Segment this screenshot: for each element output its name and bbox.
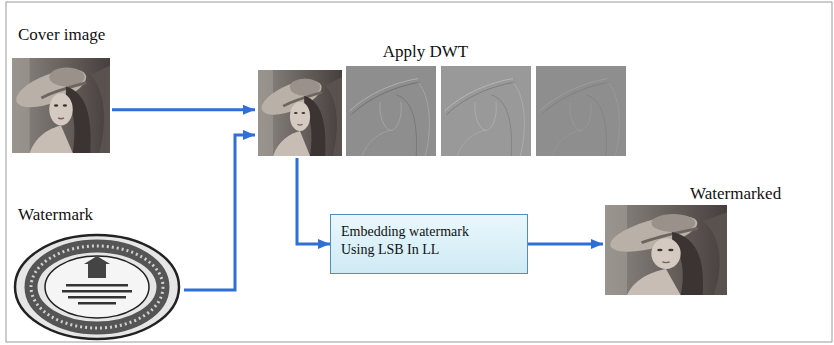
logo-emblem-roof xyxy=(84,256,110,264)
image-heading: Watermark xyxy=(18,205,184,225)
logo-outer xyxy=(15,235,179,339)
lh-subband xyxy=(346,66,436,156)
ll-subband xyxy=(257,70,342,156)
logo-binary xyxy=(62,284,132,305)
logo-ring xyxy=(31,246,163,328)
flow-arrow xyxy=(528,243,603,246)
dwt-panel: Apply DWT xyxy=(255,30,630,158)
logo-ring-lettering xyxy=(31,246,163,328)
frame xyxy=(6,2,832,342)
image-heading: Cover image xyxy=(18,25,112,45)
process-box: Embedding watermark Using LSB In LL xyxy=(330,214,528,274)
cover-image xyxy=(11,58,110,153)
hh-subband-detail xyxy=(536,66,626,156)
hh-subband xyxy=(536,66,626,156)
flow-arrow xyxy=(184,135,255,290)
watermark-logo xyxy=(15,235,179,339)
logo-inner xyxy=(45,256,149,318)
flow-arrow xyxy=(112,108,255,111)
image-heading: Watermarked xyxy=(690,184,828,204)
flow-arrow xyxy=(297,158,330,244)
logo-emblem xyxy=(88,264,106,278)
image-node: Cover image xyxy=(12,22,112,155)
image-node: Watermark xyxy=(12,200,184,342)
image-heading: Apply DWT xyxy=(255,42,596,62)
watermarked-image xyxy=(604,205,727,295)
image-node: Watermarked xyxy=(603,180,828,297)
box-text: Embedding watermark Using LSB In LL xyxy=(341,223,491,259)
hl-subband xyxy=(441,66,531,156)
